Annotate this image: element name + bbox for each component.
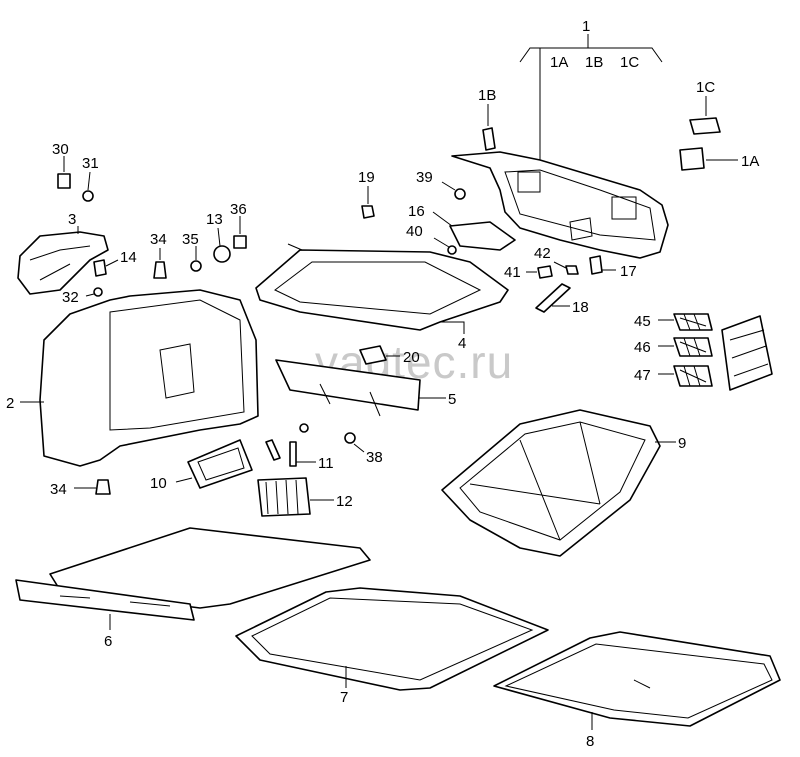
label-1: 1 xyxy=(582,18,590,35)
label-10: 10 xyxy=(150,475,167,492)
part-net-bag xyxy=(721,315,773,391)
part-41-bush: 41 xyxy=(504,264,553,281)
label-47: 47 xyxy=(634,367,651,384)
label-34-lower: 34 xyxy=(50,481,67,498)
label-4: 4 xyxy=(458,335,466,352)
label-1c: 1C xyxy=(696,79,715,96)
part-14-clip: 14 xyxy=(93,249,137,277)
part-10-frame: 10 xyxy=(150,439,253,492)
part-40-screw: 40 xyxy=(406,223,457,255)
part-36-nut: 36 xyxy=(230,201,247,249)
part-13-cap: 13 xyxy=(206,211,231,263)
part-20-cover: 20 xyxy=(359,345,420,366)
label-16: 16 xyxy=(408,203,425,220)
part-45-net: 45 xyxy=(634,313,713,331)
label-9: 9 xyxy=(678,435,686,452)
part-5-cross-member: 5 xyxy=(275,359,456,417)
part-34-clip-upper: 34 xyxy=(150,231,167,279)
label-11: 11 xyxy=(318,455,334,472)
part-11-clip: 11 xyxy=(265,439,334,472)
part-1a-pad: 1A xyxy=(679,147,759,171)
part-1b-clip: 1B xyxy=(478,87,496,151)
part-2-side-trim: 2 xyxy=(6,289,259,467)
part-small-clip-a xyxy=(299,423,309,433)
label-45: 45 xyxy=(634,313,651,330)
part-7-floor-frame: 7 xyxy=(235,587,549,706)
label-1b: 1B xyxy=(478,87,496,104)
part-1c-clip: 1C xyxy=(689,79,721,135)
part-17-cap: 17 xyxy=(589,255,637,280)
label-38: 38 xyxy=(366,449,383,466)
label-1a-group: 1A xyxy=(550,54,568,71)
label-14: 14 xyxy=(120,249,137,266)
part-8-floor-mat: 8 xyxy=(493,631,781,750)
label-1c-group: 1C xyxy=(620,54,639,71)
part-9-tray: 9 xyxy=(441,409,686,557)
label-8: 8 xyxy=(586,733,594,750)
label-2: 2 xyxy=(6,395,14,412)
label-20: 20 xyxy=(403,349,420,366)
part-12-grille: 12 xyxy=(257,477,353,517)
label-6: 6 xyxy=(104,633,112,650)
part-16-grip: 16 xyxy=(408,203,516,251)
part-3-bracket: 3 xyxy=(17,211,109,295)
label-1a: 1A xyxy=(741,153,759,170)
label-17: 17 xyxy=(620,263,637,280)
part-39-screw: 39 xyxy=(416,169,466,200)
part-42-pin: 42 xyxy=(534,245,579,275)
part-32-clip: 32 xyxy=(62,287,103,306)
part-31-screw: 31 xyxy=(82,155,99,202)
part-1-lid-trim xyxy=(451,151,669,259)
part-19-clip: 19 xyxy=(358,169,375,219)
part-38-clip: 38 xyxy=(344,432,383,466)
part-34-clip-lower: 34 xyxy=(50,479,111,498)
part-35-screw: 35 xyxy=(182,231,202,272)
label-39: 39 xyxy=(416,169,433,186)
label-31: 31 xyxy=(82,155,99,172)
label-5: 5 xyxy=(448,391,456,408)
part-6-floor-panel: 6 xyxy=(15,527,371,650)
part-4-parcel-shelf: 4 xyxy=(255,243,509,352)
label-35: 35 xyxy=(182,231,199,248)
label-42: 42 xyxy=(534,245,551,262)
part-18-rod: 18 xyxy=(535,283,589,316)
label-36: 36 xyxy=(230,201,247,218)
part-47-net: 47 xyxy=(634,365,713,387)
label-3: 3 xyxy=(68,211,76,228)
label-18: 18 xyxy=(572,299,589,316)
label-1b-group: 1B xyxy=(585,54,603,71)
label-19: 19 xyxy=(358,169,375,186)
label-30: 30 xyxy=(52,141,69,158)
label-46: 46 xyxy=(634,339,651,356)
label-12: 12 xyxy=(336,493,353,510)
label-32: 32 xyxy=(62,289,79,306)
label-40: 40 xyxy=(406,223,423,240)
label-13: 13 xyxy=(206,211,223,228)
label-41: 41 xyxy=(504,264,521,281)
label-7: 7 xyxy=(340,689,348,706)
part-30-nut: 30 xyxy=(52,141,71,189)
part-46-net: 46 xyxy=(634,337,713,357)
group-bracket: 1 1A 1B 1C xyxy=(519,18,663,162)
label-34-upper: 34 xyxy=(150,231,167,248)
